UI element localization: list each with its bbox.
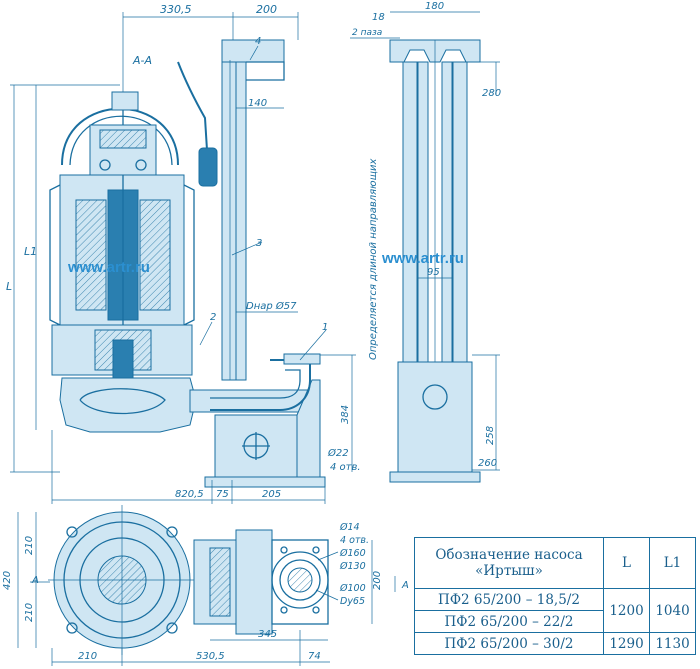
dim-75: 75 bbox=[216, 489, 229, 500]
dim-d130: Ø130 bbox=[339, 561, 366, 572]
callout-4: 4 bbox=[255, 36, 261, 47]
slots-2: 2 паза bbox=[352, 28, 382, 38]
pump-side-view: 18 180 2 паза 280 95 258 260 bbox=[350, 1, 501, 483]
table-row: ПФ2 65/200 – 30/2 1290 1130 bbox=[414, 632, 696, 655]
table-header-row: Обозначение насоса «Иртыш» L L1 bbox=[414, 537, 696, 589]
dim-280: 280 bbox=[482, 88, 501, 99]
pump-spec-table: Обозначение насоса «Иртыш» L L1 ПФ2 65/2… bbox=[414, 537, 696, 655]
row-3-L: 1290 bbox=[603, 632, 650, 655]
holes-4-plan: 4 отв. bbox=[340, 535, 369, 546]
dim-260: 260 bbox=[478, 458, 497, 469]
dim-d100: Ø100 bbox=[339, 583, 366, 594]
dim-384: 384 bbox=[340, 405, 351, 424]
dim-210-plan: 210 bbox=[78, 651, 97, 662]
dim-d14: Ø14 bbox=[339, 522, 360, 533]
dim-18: 18 bbox=[372, 12, 385, 23]
callout-1: 1 bbox=[322, 322, 328, 333]
holes-4: 4 отв. bbox=[330, 462, 361, 473]
dim-200: 200 bbox=[256, 3, 277, 16]
pump-section-view: 330,5 200 А-А L L1 bbox=[6, 3, 379, 504]
watermark-right: www.artr.ru bbox=[381, 250, 464, 267]
dim-74: 74 bbox=[308, 651, 321, 662]
dim-95: 95 bbox=[427, 267, 440, 278]
dim-420: 420 bbox=[2, 571, 13, 590]
dim-d22: Ø22 bbox=[327, 447, 349, 459]
callout-3: 3 bbox=[256, 238, 262, 249]
dim-345: 345 bbox=[258, 629, 277, 640]
section-marker-right: А bbox=[401, 580, 409, 591]
dim-dnar-57: Dнар Ø57 bbox=[246, 300, 297, 312]
callout-2: 2 bbox=[210, 312, 216, 323]
dim-330-5: 330,5 bbox=[160, 3, 192, 16]
dim-L: L bbox=[6, 280, 12, 293]
dim-180: 180 bbox=[425, 1, 444, 12]
watermark-left: www.artr.ru bbox=[67, 259, 150, 276]
header-L1: L1 bbox=[649, 537, 696, 589]
section-label: А-А bbox=[132, 54, 152, 67]
row-3-name: ПФ2 65/200 – 30/2 bbox=[414, 632, 604, 655]
table-row: ПФ2 65/200 – 22/2 bbox=[414, 610, 696, 633]
row-1-name: ПФ2 65/200 – 18,5/2 bbox=[414, 588, 604, 611]
dim-210-bottom: 210 bbox=[24, 603, 35, 622]
section-marker-left: А bbox=[31, 575, 39, 586]
pump-plan-view: А А 420 210 210 Ø14 4 отв. Ø bbox=[2, 505, 409, 666]
dim-530-5: 530,5 bbox=[196, 651, 225, 662]
dim-d160: Ø160 bbox=[339, 548, 366, 559]
dim-L1: L1 bbox=[24, 245, 37, 258]
header-L: L bbox=[603, 537, 650, 589]
dim-dy65: Dу65 bbox=[340, 596, 365, 607]
dim-258: 258 bbox=[485, 426, 496, 445]
dim-140: 140 bbox=[248, 98, 267, 109]
dim-200-plan: 200 bbox=[372, 571, 383, 590]
header-pump-name: Обозначение насоса «Иртыш» bbox=[414, 537, 604, 589]
table-row: ПФ2 65/200 – 18,5/2 1200 1040 bbox=[414, 588, 696, 633]
guide-length-note: Определяется длиной направляющих bbox=[368, 158, 379, 360]
dim-205: 205 bbox=[262, 489, 281, 500]
dim-820-5: 820,5 bbox=[175, 489, 204, 500]
dim-210-top: 210 bbox=[24, 536, 35, 555]
row-2-name: ПФ2 65/200 – 22/2 bbox=[414, 610, 604, 633]
row-1-L1: 1040 bbox=[649, 588, 696, 633]
row-3-L1: 1130 bbox=[649, 632, 696, 655]
row-1-L: 1200 bbox=[603, 588, 650, 633]
